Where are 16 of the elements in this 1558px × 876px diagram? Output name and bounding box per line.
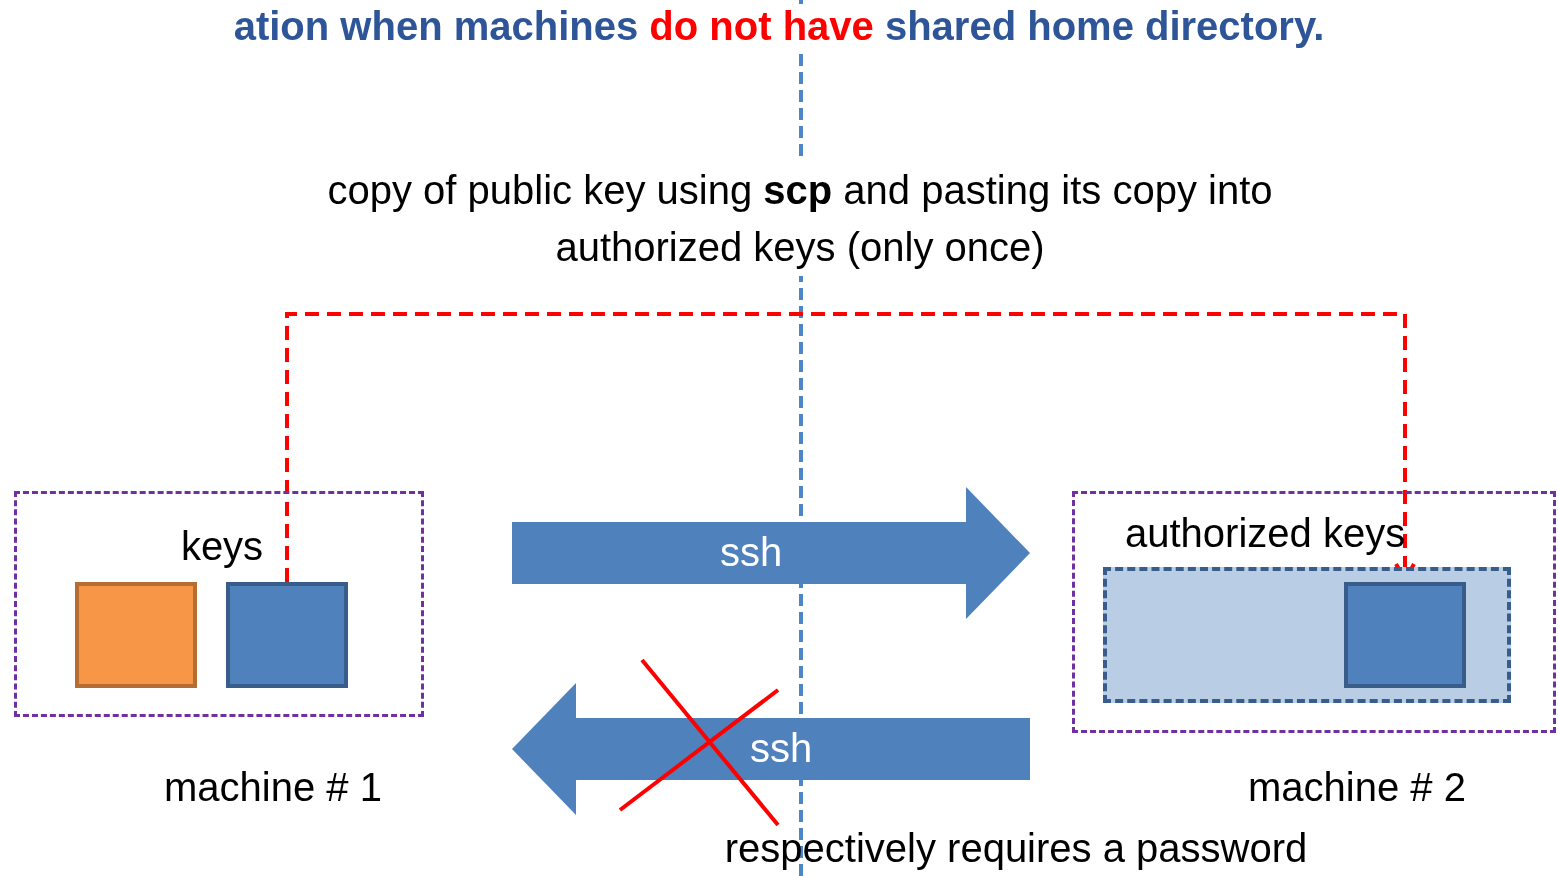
note-text: respectively requires a password <box>724 826 1308 871</box>
title: ation when machines do not have shared home directory. <box>233 4 1325 49</box>
private-key-square <box>75 582 197 688</box>
edge-label: ssh <box>749 725 813 772</box>
block-arrow <box>512 487 1030 619</box>
block-arrow <box>512 683 1030 815</box>
machine-box <box>14 491 424 717</box>
heading: keys <box>180 524 264 569</box>
edge-label: ssh <box>719 529 783 576</box>
machine-box <box>1072 491 1556 733</box>
heading: authorized keys <box>1125 511 1406 556</box>
machine-caption: machine # 2 <box>1248 765 1466 810</box>
arrow <box>285 312 1416 582</box>
public-key-square <box>1344 582 1466 688</box>
public-key-square <box>226 582 348 688</box>
machine-caption: machine # 1 <box>164 765 382 810</box>
